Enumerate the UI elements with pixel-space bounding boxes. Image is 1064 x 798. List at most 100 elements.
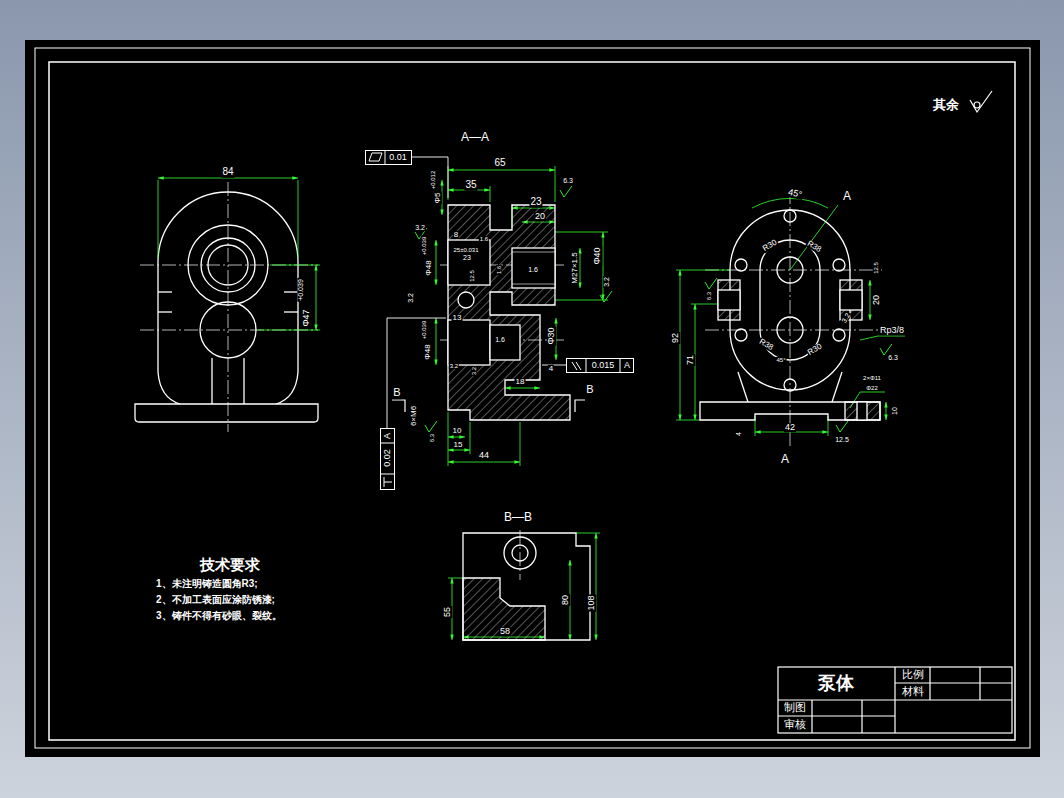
tolerance-value: A	[383, 433, 392, 439]
section-view	[448, 205, 570, 420]
roughness-symbol	[425, 421, 437, 432]
dimension-text: 2×Φ11	[862, 375, 882, 381]
center-line	[705, 270, 882, 271]
tolerance-frame-symbol	[586, 358, 587, 373]
dimension-text: Φ48	[424, 343, 432, 360]
dimension-line	[520, 422, 521, 466]
side-view	[784, 210, 796, 222]
dimension-text: M27×1.5	[571, 251, 579, 284]
front-view	[211, 358, 212, 404]
tolerance-value: 0.015	[592, 361, 615, 370]
roughness-symbol	[836, 421, 848, 432]
dimension-text: 8	[453, 231, 459, 239]
front-view	[135, 192, 318, 422]
leader-line	[412, 157, 448, 198]
side-view	[832, 372, 842, 402]
dimension-text: 45°	[775, 357, 786, 363]
dimension-text: +0.012	[430, 170, 436, 191]
section-view	[512, 545, 528, 561]
cutting-plane-arrow	[575, 400, 585, 412]
dimension-line	[691, 304, 718, 305]
title-cell: 审核	[778, 716, 812, 733]
dimension-text: 6.3	[706, 291, 712, 301]
tolerance-frame-symbol	[369, 153, 382, 161]
title-block	[778, 715, 895, 716]
dimension-text: 58	[499, 627, 511, 636]
side-view	[735, 329, 747, 341]
title-field: 审核	[784, 719, 806, 731]
title-block	[979, 667, 980, 700]
view-label: B	[392, 387, 401, 399]
dimension-text: Rp3/8	[879, 326, 905, 335]
title-block	[895, 682, 1012, 683]
dimension-text: 3.2	[840, 311, 852, 325]
section-view	[463, 533, 590, 640]
dimension-line	[158, 178, 298, 179]
dimension-text: Φ40	[593, 246, 602, 265]
dimension-text: R30	[761, 238, 780, 254]
sheet-frame	[49, 62, 1015, 740]
title-cell: 制图	[778, 700, 812, 716]
sheet-frame	[25, 40, 1040, 757]
view-label: B	[585, 384, 594, 396]
tolerance-frame-symbol	[384, 482, 392, 483]
dimension-text: 10	[452, 427, 463, 435]
sheet-frame	[35, 48, 1030, 748]
title-cell: 材料	[895, 683, 930, 700]
dimension-text: 20	[534, 212, 546, 221]
dimension-text: R38	[805, 239, 824, 255]
dimension-text: +0.039	[421, 320, 427, 341]
dimension-text: 13	[452, 314, 463, 322]
side-view	[784, 379, 796, 391]
roughness-symbol	[970, 91, 992, 112]
dimension-text: Φ30	[547, 326, 556, 345]
roughness-symbol	[600, 291, 612, 302]
dimension-text: R30	[806, 342, 825, 358]
tolerance-value: 0.01	[389, 153, 407, 162]
dimension-line	[158, 166, 905, 640]
section-view	[448, 240, 490, 285]
dimension-text: 23	[529, 197, 542, 208]
front-view	[284, 291, 298, 292]
dimension-text: 4	[548, 365, 554, 373]
section-view	[458, 292, 474, 308]
view-label: A—A	[460, 131, 490, 144]
dimension-line	[886, 402, 887, 420]
side-view	[833, 329, 845, 341]
dimension-text: 1.6	[494, 336, 506, 343]
dimension-text: +0.039	[297, 278, 304, 302]
center-line	[228, 182, 229, 432]
dimension-text: 35	[464, 180, 477, 191]
note-text: 1、未注明铸造圆角R3;	[155, 579, 259, 590]
side-view	[730, 210, 850, 390]
title-block	[778, 667, 1012, 733]
title-field: 比例	[902, 669, 924, 681]
tolerance-frame-symbol	[380, 443, 395, 444]
side-view	[777, 257, 803, 283]
roughness-symbol	[560, 186, 572, 197]
dimension-text: Φ48	[425, 259, 433, 276]
dimension-line	[596, 533, 597, 640]
dimension-text: 25±0.031	[453, 247, 480, 253]
dimension-line	[490, 186, 491, 202]
dimension-line	[555, 166, 556, 202]
dimension-text: 84	[221, 167, 234, 178]
dimension-line	[316, 265, 317, 330]
tolerance-frame-symbol	[369, 150, 620, 487]
dimension-text: 3.2	[471, 366, 477, 376]
dimension-text: 1.6	[479, 236, 489, 242]
dimension-text: 42	[784, 423, 796, 432]
dimension-text: 6.3	[429, 433, 435, 443]
tolerance-frame-symbol	[384, 477, 385, 487]
dimension-text: 4	[735, 431, 742, 437]
tolerance-frame: 0.015A	[566, 358, 634, 373]
dimension-line	[436, 318, 437, 365]
dimension-text: +0.039	[421, 236, 427, 257]
dimension-text: 3.2	[414, 224, 426, 231]
note-heading: 技术要求	[199, 557, 261, 573]
section-view	[448, 205, 570, 420]
dimension-text: 12.5	[834, 436, 850, 443]
front-view	[135, 404, 318, 422]
dimension-text: 80	[561, 594, 570, 606]
side-view	[700, 210, 880, 420]
